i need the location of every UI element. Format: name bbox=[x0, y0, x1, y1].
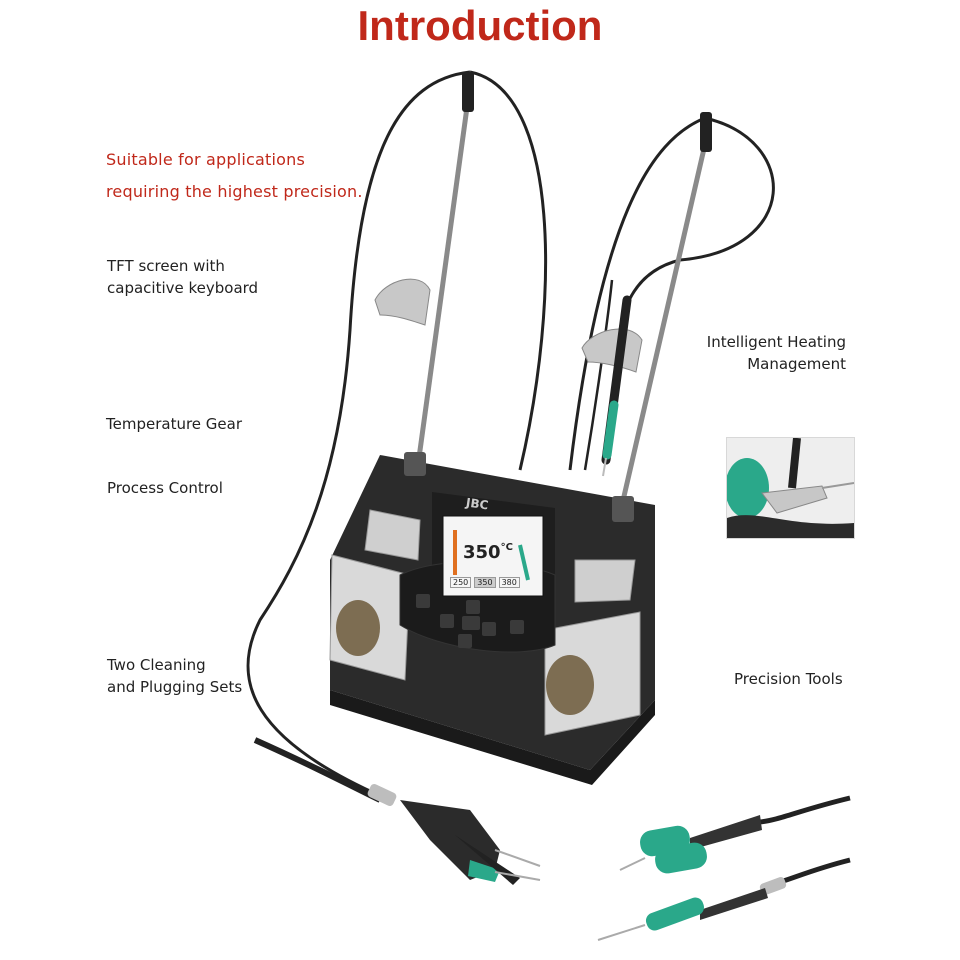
screen-presets: 250 350 380 bbox=[450, 577, 520, 588]
tagline-line-2: requiring the highest precision. bbox=[106, 182, 363, 201]
feature-temperature-gear: Temperature Gear bbox=[106, 415, 242, 433]
feature-precision-tools: Precision Tools bbox=[734, 670, 843, 688]
preset-1[interactable]: 250 bbox=[450, 577, 472, 588]
screen-temperature: 350°C bbox=[463, 542, 513, 563]
page-title: Introduction bbox=[357, 2, 603, 49]
heating-detail-inset bbox=[726, 437, 855, 539]
preset-3[interactable]: 380 bbox=[498, 577, 520, 588]
feature-process-control: Process Control bbox=[107, 479, 223, 497]
brand-logo-text: JBC bbox=[465, 495, 490, 513]
tagline-line-1: Suitable for applications bbox=[106, 150, 306, 169]
holder-closeup-image bbox=[727, 438, 854, 538]
preset-2[interactable]: 350 bbox=[474, 577, 496, 588]
